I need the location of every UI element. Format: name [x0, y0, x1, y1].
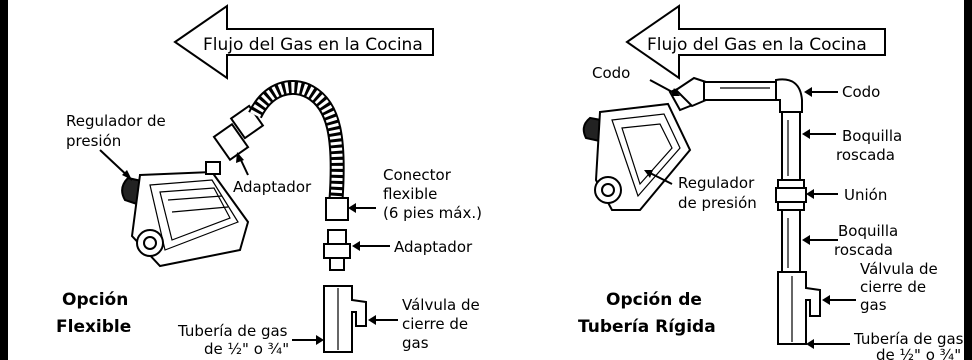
regulator-label-left-1: Regulador de — [66, 112, 166, 130]
rigid-option-title-2: Tubería Rígida — [578, 317, 716, 337]
flow-arrow-label-right: Flujo del Gas en la Cocina — [647, 35, 867, 55]
pressure-regulator-left — [121, 161, 250, 268]
pipe-label-left-2: de ½" o ¾" — [204, 340, 289, 358]
flexible-option-title-1: Opción — [62, 290, 128, 310]
nipple-bottom-label-2: roscada — [834, 241, 893, 259]
pipe-label-right-2: de ½" o ¾" — [876, 346, 961, 360]
valve-label-right-3: gas — [860, 296, 887, 314]
elbow-label-left: Codo — [592, 64, 630, 82]
valve-label-right-1: Válvula de — [860, 260, 938, 278]
valve-label-left-1: Válvula de — [402, 296, 480, 314]
rigid-pipe-option-panel: Flujo del Gas en la Cocina — [578, 4, 964, 360]
connector-label-1: Conector — [383, 166, 452, 184]
connector-label-3: (6 pies máx.) — [383, 204, 482, 222]
pipe-label-left-1: Tubería de gas — [177, 322, 288, 340]
regulator-label-left-2: presión — [66, 132, 121, 150]
adapter-bottom-label: Adaptador — [394, 238, 473, 256]
union-label: Unión — [844, 186, 887, 204]
right-border — [964, 0, 972, 360]
pipe-label-right-1: Tubería de gas — [853, 330, 964, 348]
flexible-connector-left — [248, 80, 349, 221]
flow-arrow-left — [173, 4, 434, 80]
adapter-top-label: Adaptador — [233, 178, 312, 196]
flexible-option-panel: Flujo del Gas en la Cocina — [56, 4, 482, 358]
regulator-label-right-2: de presión — [678, 194, 757, 212]
adapter-top-left — [212, 104, 265, 162]
shutoff-valve-left — [323, 285, 367, 353]
regulator-label-right-1: Regulador — [678, 174, 755, 192]
flexible-option-title-2: Flexible — [56, 317, 131, 337]
rigid-option-title-1: Opción de — [606, 290, 702, 310]
valve-label-left-3: gas — [402, 334, 429, 352]
flow-arrow-right — [625, 4, 886, 80]
nipple-top-label-1: Boquilla — [842, 127, 902, 145]
rigid-pipe-assembly — [674, 76, 821, 345]
connector-label-2: flexible — [383, 185, 437, 203]
pressure-regulator-right — [582, 82, 702, 211]
valve-label-right-2: cierre de — [860, 278, 926, 296]
flow-arrow-label-left: Flujo del Gas en la Cocina — [203, 35, 423, 55]
elbow-label-right: Codo — [842, 83, 880, 101]
nipple-top-label-2: roscada — [836, 146, 895, 164]
left-border — [0, 0, 8, 360]
nipple-bottom-label-1: Boquilla — [838, 222, 898, 240]
adapter-bottom-left — [323, 229, 351, 271]
valve-label-left-2: cierre de — [402, 315, 468, 333]
